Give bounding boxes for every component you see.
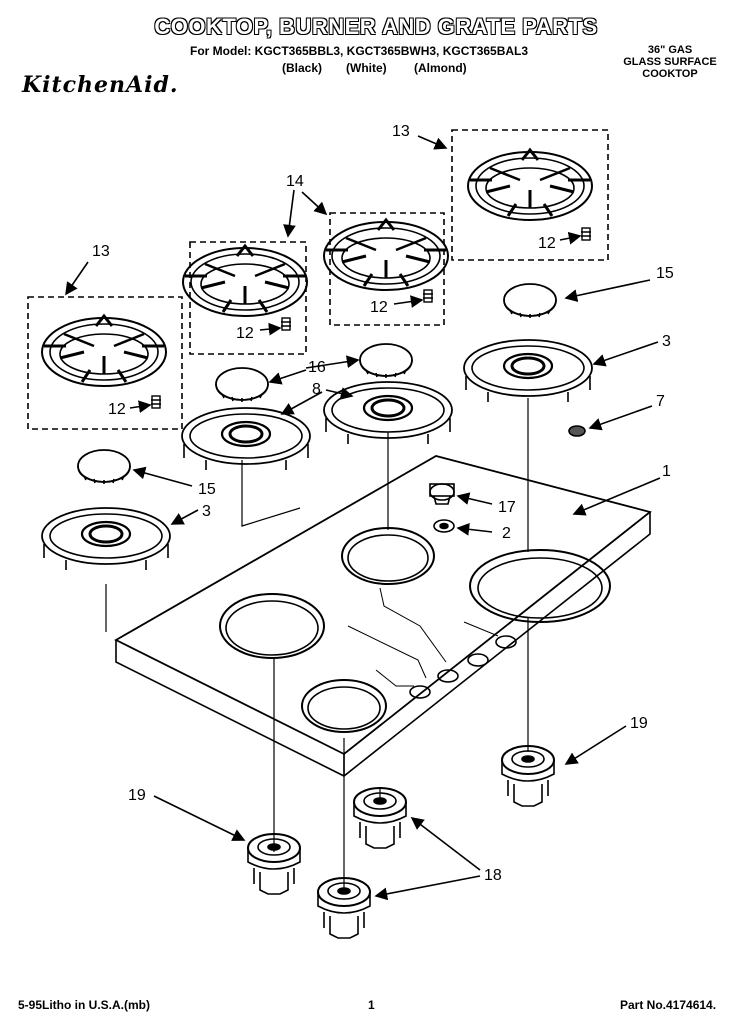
callout-15-right: 15 xyxy=(656,265,674,282)
callout-15-left: 15 xyxy=(198,481,216,498)
part-number: Part No.4174614. xyxy=(620,998,717,1012)
callout-12-b: 12 xyxy=(370,299,388,316)
burner-cap-large-left xyxy=(77,449,131,485)
callout-1: 1 xyxy=(662,463,671,480)
cooktop-glass xyxy=(114,455,652,777)
callout-8: 8 xyxy=(312,381,321,398)
model-numbers: For Model: KGCT365BBL3, KGCT365BWH3, KGC… xyxy=(190,44,529,58)
valve-right xyxy=(501,745,555,807)
clip-left-small xyxy=(280,317,292,331)
burner-cap-large-right xyxy=(503,283,557,319)
grate-box-far-left xyxy=(27,296,183,430)
litho-note: 5-95Litho in U.S.A.(mb) xyxy=(18,998,150,1012)
burner-cap-small-left xyxy=(215,367,269,403)
burner-base-small-left xyxy=(180,406,312,472)
burner-cap-small-middle xyxy=(359,343,413,379)
callout-17: 17 xyxy=(498,499,516,516)
callout-13-top: 13 xyxy=(392,123,410,140)
grate-large-far-left xyxy=(40,314,168,388)
control-knob xyxy=(429,483,455,505)
grate-large-top-right xyxy=(466,148,594,222)
callout-12-c: 12 xyxy=(236,325,254,342)
grate-small-middle xyxy=(322,218,450,292)
spec-line-1: 36" GAS xyxy=(647,44,693,56)
page-title: COOKTOP, BURNER AND GRATE PARTS xyxy=(154,14,598,39)
callout-3-right: 3 xyxy=(662,333,671,350)
callout-3-left: 3 xyxy=(202,503,211,520)
callout-13-left: 13 xyxy=(92,243,110,260)
finish-white: (White) xyxy=(346,61,387,75)
callout-19-right: 19 xyxy=(630,715,648,732)
grate-small-left xyxy=(181,244,309,318)
knob-bezel xyxy=(433,519,455,533)
callout-16: 16 xyxy=(308,359,326,376)
spec-line-2: GLASS SURFACE xyxy=(623,56,717,68)
callout-19-left: 19 xyxy=(128,787,146,804)
callout-12-d: 12 xyxy=(108,401,126,418)
clip-middle xyxy=(422,289,434,303)
callout-14: 14 xyxy=(286,173,304,190)
callout-12-a: 12 xyxy=(538,235,556,252)
burner-base-large-right xyxy=(462,338,594,404)
kitchenaid-logo: KitchenAid. xyxy=(22,72,179,98)
page-number: 1 xyxy=(368,998,375,1012)
spec-line-3: COOKTOP xyxy=(642,68,698,80)
burner-base-large-left xyxy=(40,506,172,572)
finish-almond: (Almond) xyxy=(414,61,467,75)
callout-18: 18 xyxy=(484,867,502,884)
clip-top-right xyxy=(580,227,592,241)
grate-box-top-right xyxy=(451,129,609,261)
callout-2: 2 xyxy=(502,525,511,542)
clip-far-left xyxy=(150,395,162,409)
callout-7: 7 xyxy=(656,393,665,410)
grommet xyxy=(568,425,586,437)
finish-black: (Black) xyxy=(282,61,323,75)
